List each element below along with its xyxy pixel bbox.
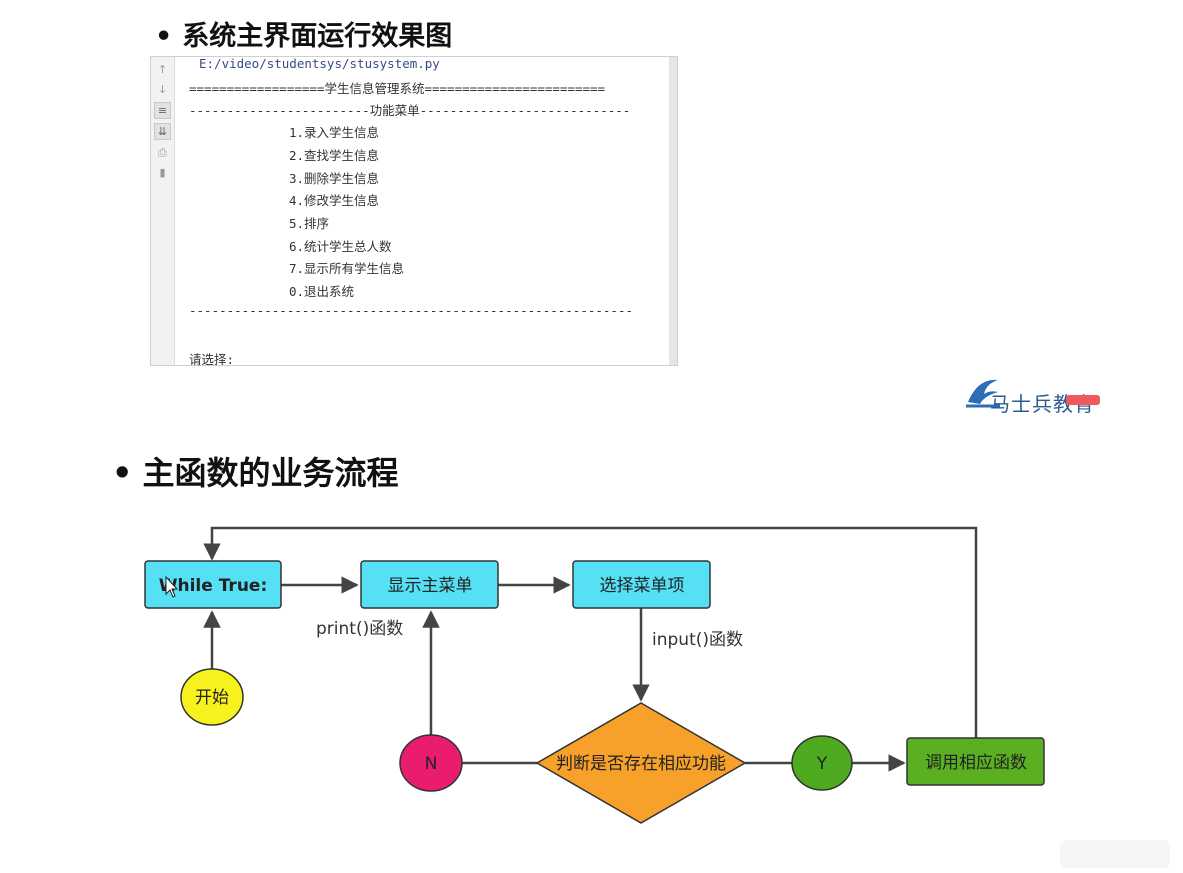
menu-item: 7.显示所有学生信息 bbox=[289, 261, 405, 276]
menu-item: 5.排序 bbox=[289, 216, 330, 231]
logo-icon bbox=[966, 379, 1000, 408]
cursor-icon bbox=[165, 575, 179, 598]
show-menu-label: 显示主菜单 bbox=[388, 576, 473, 596]
print-icon[interactable]: ⎙ bbox=[158, 146, 167, 159]
menu-item: 0.退出系统 bbox=[289, 284, 355, 299]
select-item-label: 选择菜单项 bbox=[600, 576, 685, 596]
main-flow-title: 主函数的业务流程 bbox=[142, 454, 399, 492]
node-while-true: While True: bbox=[144, 560, 282, 609]
arrow-down-icon[interactable]: ↓ bbox=[157, 83, 168, 96]
console-prompt: 请选择: bbox=[189, 352, 235, 367]
menu-item: 3.删除学生信息 bbox=[289, 171, 380, 186]
trash-icon[interactable]: ▮ bbox=[159, 166, 166, 179]
node-select-item: 选择菜单项 bbox=[572, 560, 711, 609]
n-label: N bbox=[425, 754, 438, 774]
bullet: • bbox=[112, 454, 133, 492]
menu-item: 2.查找学生信息 bbox=[289, 148, 380, 163]
call-func-label: 调用相应函数 bbox=[925, 753, 1027, 773]
menu-item: 4.修改学生信息 bbox=[289, 193, 380, 208]
bullet: • bbox=[155, 21, 173, 52]
main-interface-heading: • 系统主界面运行效果图 bbox=[155, 14, 452, 53]
main-interface-title: 系统主界面运行效果图 bbox=[182, 21, 453, 52]
node-show-menu: 显示主菜单 bbox=[360, 560, 499, 609]
console-toolbar: ↑ ↓ ≡ ⇊ ⎙ ▮ bbox=[151, 57, 175, 365]
while-true-label: While True: bbox=[159, 576, 268, 596]
wrap-lines-icon[interactable]: ≡ bbox=[154, 102, 171, 119]
main-flow-heading: •主函数的业务流程 bbox=[112, 448, 398, 494]
node-n: N bbox=[399, 734, 463, 792]
console-separator-line: ----------------------------------------… bbox=[189, 303, 634, 318]
menu-item: 1.录入学生信息 bbox=[289, 125, 380, 140]
y-label: Y bbox=[816, 754, 828, 774]
node-call-func: 调用相应函数 bbox=[906, 737, 1045, 786]
brand-logo: 马士兵教育 bbox=[964, 372, 1104, 416]
judge-label: 判断是否存在相应功能 bbox=[556, 754, 726, 774]
edge-call-loop-back bbox=[203, 526, 978, 738]
console-path: E:/video/studentsys/stusystem.py bbox=[199, 56, 440, 71]
logo-mark bbox=[1066, 395, 1100, 405]
node-y: Y bbox=[791, 735, 853, 791]
node-judge: 判断是否存在相应功能 bbox=[535, 702, 747, 824]
print-func-label: print()函数 bbox=[316, 619, 403, 639]
node-start: 开始 bbox=[180, 668, 244, 726]
corner-watermark bbox=[1060, 840, 1170, 868]
input-func-label: input()函数 bbox=[652, 630, 743, 650]
arrow-up-icon[interactable]: ↑ bbox=[157, 63, 168, 76]
start-label: 开始 bbox=[195, 688, 229, 708]
console-title-line: ==================学生信息管理系统==============… bbox=[189, 81, 606, 96]
scroll-to-end-icon[interactable]: ⇊ bbox=[154, 123, 171, 140]
console-window: ↑ ↓ ≡ ⇊ ⎙ ▮ E:/video/studentsys/stusyste… bbox=[150, 56, 678, 367]
menu-item: 6.统计学生总人数 bbox=[289, 239, 392, 254]
console-menu-line: ------------------------功能菜单------------… bbox=[189, 103, 631, 118]
console-scrollbar[interactable] bbox=[669, 57, 677, 365]
